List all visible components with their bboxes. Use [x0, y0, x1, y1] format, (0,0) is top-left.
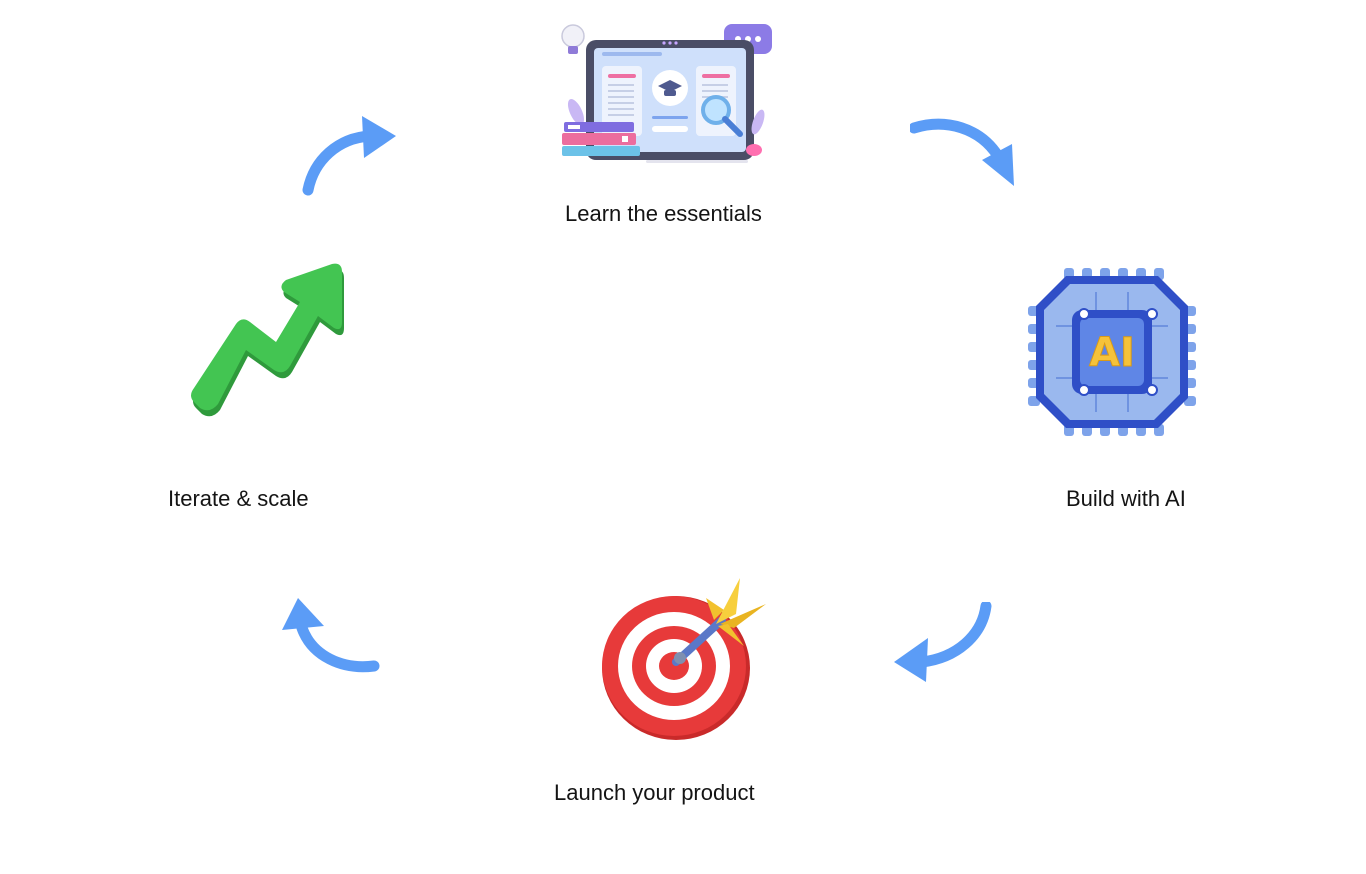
chip-letters: AI [1089, 330, 1135, 376]
laptop-learning-icon [561, 24, 772, 163]
step-label-launch: Launch your product [554, 780, 755, 805]
growth-arrow-icon [191, 263, 344, 417]
step-label-iterate: Iterate & scale [168, 486, 309, 511]
target-dart-icon [602, 578, 766, 740]
cycle-arrow-bottom-left [282, 598, 380, 673]
ai-chip-icon: AI [1028, 268, 1196, 436]
step-label-learn: Learn the essentials [565, 201, 762, 226]
step-label-build: Build with AI [1066, 486, 1186, 511]
cycle-arrow-bottom-right [894, 602, 992, 682]
cycle-arrow-top-right [910, 118, 1014, 186]
cycle-arrow-top-left [302, 116, 396, 196]
